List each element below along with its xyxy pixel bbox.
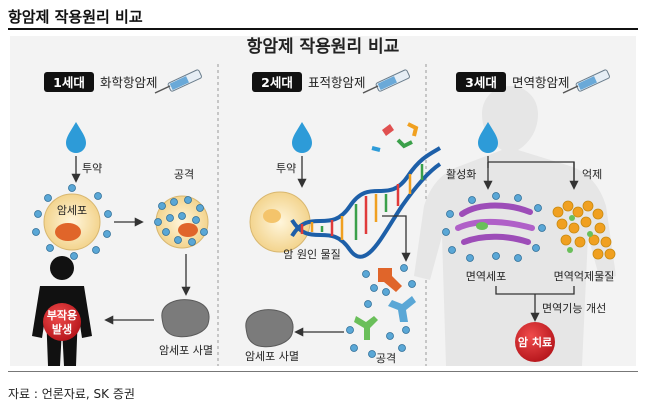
gen3-badge — [456, 72, 506, 92]
title-rule — [8, 28, 638, 30]
gen1-side-effect-label-1: 부작용 — [47, 308, 77, 322]
gen2-badge-label: 2세대 — [261, 75, 293, 90]
gen1-death-label: 암세포 사멸 — [159, 344, 213, 357]
gen2-badge — [252, 72, 302, 92]
molecule-icons — [371, 122, 419, 152]
targeted-receptors — [354, 268, 416, 340]
figure-title: 항암제 작용원리 비교 — [247, 36, 400, 57]
gen2-death-label: 암세포 사멸 — [245, 350, 299, 363]
dead-cell-icon — [161, 299, 210, 338]
syringe-icon — [154, 69, 202, 94]
gen2-administer-label: 투약 — [276, 161, 296, 175]
dead-cell-icon — [245, 309, 294, 348]
drug-particles — [32, 184, 112, 260]
mechanism-diagram: 항암제 작용원리 비교 1세대 화학항암제 투약 — [10, 36, 636, 366]
side-effect-badge — [43, 303, 81, 341]
drug-drop-icon — [66, 122, 86, 153]
drug-drop-icon — [478, 122, 498, 153]
immune-cell-icon — [455, 202, 535, 245]
gen2-attack-label: 공격 — [376, 352, 396, 365]
page-title: 항암제 작용원리 비교 — [8, 8, 143, 26]
dna-helix-icon — [290, 146, 442, 259]
gen1-badge — [44, 72, 94, 92]
gen1-cell-label: 암세포 — [57, 204, 87, 217]
footer-rule — [8, 371, 638, 372]
arrow — [382, 215, 411, 262]
gen2-name: 표적항암제 — [308, 75, 366, 90]
suppressor-molecule-icon — [552, 200, 616, 260]
cure-badge — [515, 322, 555, 362]
gen1-administer-label: 투약 — [82, 161, 102, 175]
gen3-suppress-label: 억제 — [582, 168, 602, 181]
syringe-icon — [562, 69, 610, 94]
diagram-canvas: 항암제 작용원리 비교 1세대 화학항암제 투약 — [32, 36, 616, 366]
gen3-improve-label: 면역기능 개선 — [542, 302, 606, 315]
panel-gen2: 2세대 표적항암제 투약 — [245, 69, 442, 365]
gen2-cause-label: 암 원인 물질 — [283, 248, 341, 261]
drug-particles — [346, 264, 416, 358]
gen3-activate-label: 활성화 — [446, 167, 476, 181]
panel-gen3: 3세대 면역항암제 활성화 억제 — [414, 69, 616, 366]
source-note: 자료 : 언론자료, SK 증권 — [8, 387, 135, 401]
gen1-badge-label: 1세대 — [53, 75, 85, 90]
panel-gen1: 1세대 화학항암제 투약 암세포 — [32, 69, 213, 366]
drug-particles — [442, 192, 546, 262]
syringe-icon — [362, 69, 410, 94]
target-cell-icon — [249, 191, 311, 253]
cancer-cell-icon — [43, 193, 101, 251]
gen3-badge-label: 3세대 — [465, 75, 497, 90]
drug-drop-icon — [292, 122, 312, 153]
gen3-immune-label: 면역세포 — [466, 270, 506, 283]
gen1-name: 화학항암제 — [100, 75, 158, 90]
gen3-suppressor-label: 면역억제물질 — [554, 270, 615, 283]
gen3-cure-label: 암 치료 — [518, 335, 552, 349]
gen1-side-effect-label-2: 발생 — [52, 322, 72, 336]
gen1-attack-label: 공격 — [174, 168, 194, 181]
gen3-name: 면역항암제 — [512, 75, 570, 90]
